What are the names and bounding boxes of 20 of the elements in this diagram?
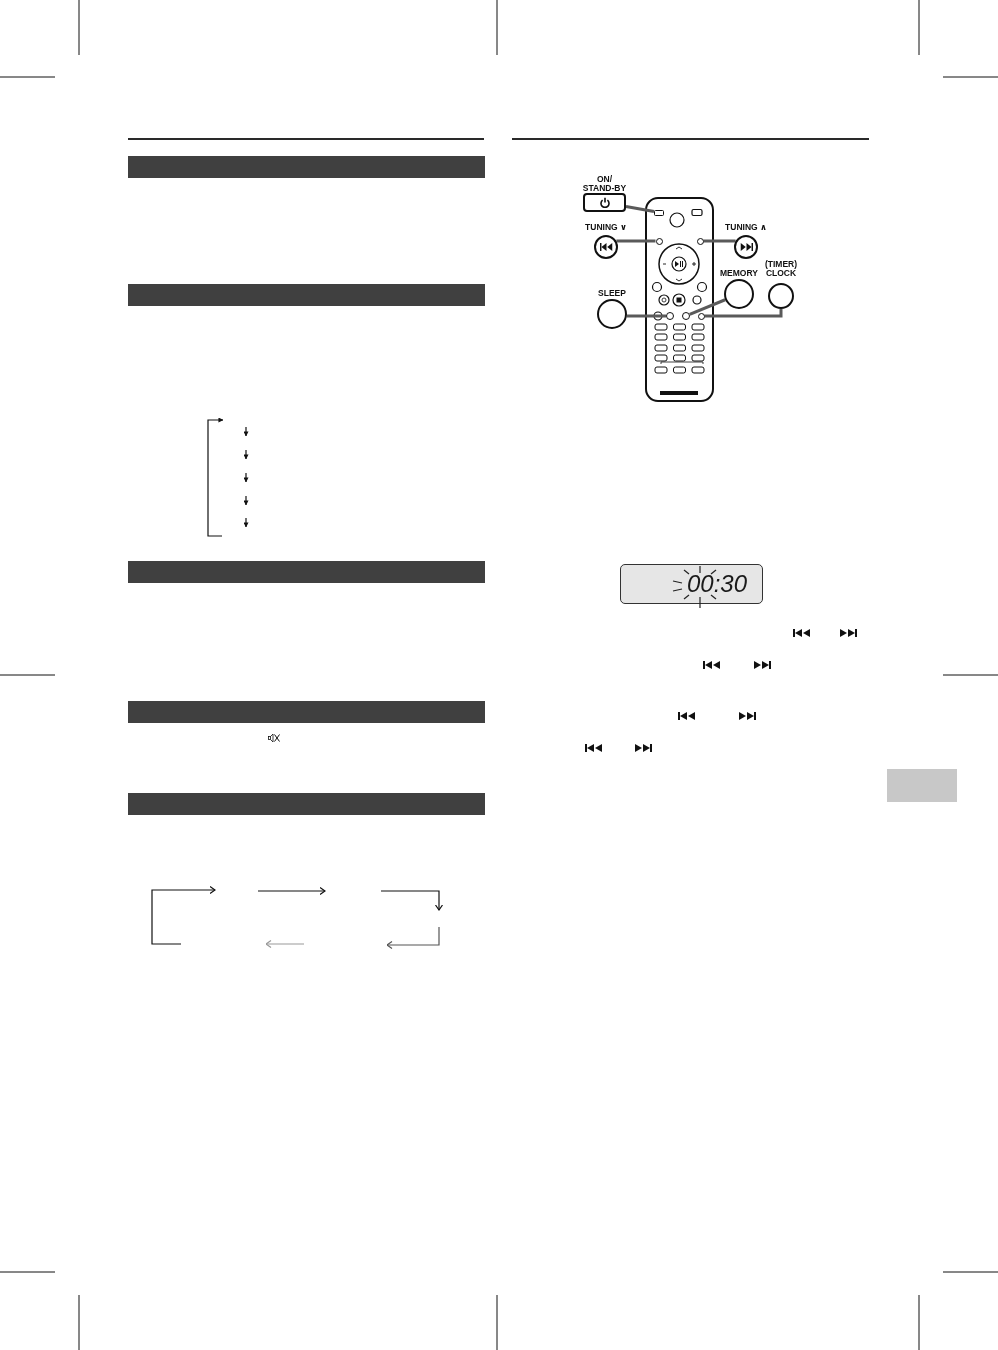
callout-label: (TIMER) CLOCK <box>763 260 799 278</box>
leader-line <box>703 239 736 243</box>
callout-label: SLEEP <box>598 289 626 298</box>
remote-button <box>682 312 690 320</box>
leader-line <box>616 239 656 243</box>
remote-button <box>697 312 705 320</box>
remote-button <box>655 237 663 245</box>
callout-label: MEMORY <box>720 269 758 278</box>
callout-label: TUNING ∧ <box>725 223 767 232</box>
callout-label: ON/ STAND-BY <box>581 175 628 193</box>
remote-button <box>696 237 704 245</box>
lcd-display <box>620 564 763 604</box>
leader-line <box>625 204 655 214</box>
callout-label: TUNING ∨ <box>585 223 627 232</box>
remote-button <box>654 209 664 216</box>
remote-button <box>666 312 674 320</box>
leader-line <box>689 298 726 316</box>
display-readout: 00:30 <box>686 575 747 593</box>
leader-line <box>626 314 666 318</box>
leader-line <box>704 309 783 318</box>
